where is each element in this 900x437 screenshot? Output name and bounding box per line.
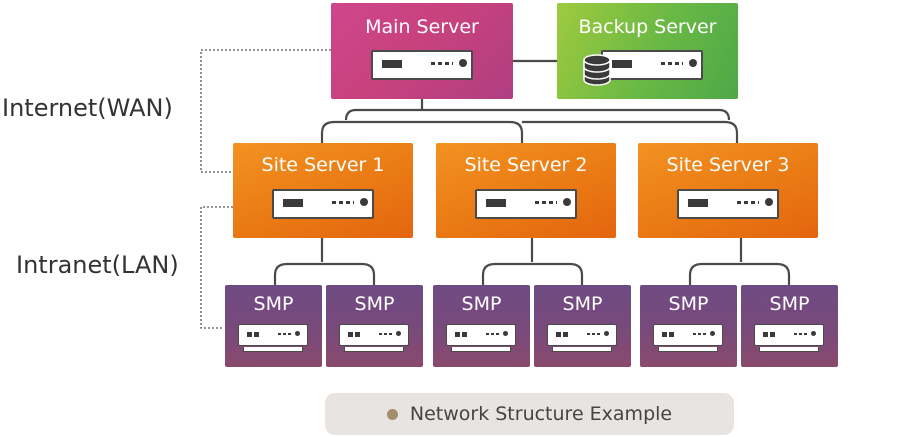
main-to-site-1-link xyxy=(320,120,524,143)
smp-node: SMP xyxy=(326,285,423,367)
smp-device-icon xyxy=(547,324,617,352)
internet-wan-label: Internet(WAN) xyxy=(2,94,173,122)
smp-node: SMP xyxy=(433,285,530,367)
server-device-icon xyxy=(601,50,703,80)
site-server-2-node: Site Server 2 xyxy=(436,143,616,238)
site-1-to-smp-links xyxy=(273,262,376,285)
wan-bracket xyxy=(200,49,331,173)
backup-server-node: Backup Server xyxy=(557,3,738,99)
main-server-node: Main Server xyxy=(331,3,513,99)
smp-device-icon xyxy=(238,324,308,352)
server-device-icon xyxy=(677,189,779,219)
smp-title: SMP xyxy=(769,293,810,315)
smp-title: SMP xyxy=(562,293,603,315)
smp-device-icon xyxy=(754,324,824,352)
site-bus xyxy=(344,108,731,121)
smp-device-icon xyxy=(339,324,409,352)
smp-title: SMP xyxy=(354,293,395,315)
server-device-icon xyxy=(371,50,473,80)
backup-server-title: Backup Server xyxy=(578,16,717,38)
smp-title: SMP xyxy=(253,293,294,315)
smp-node: SMP xyxy=(741,285,838,367)
site-server-1-node: Site Server 1 xyxy=(233,143,413,238)
diagram-caption: Network Structure Example xyxy=(325,393,734,435)
site-server-title: Site Server 1 xyxy=(261,154,385,176)
site-3-to-smp-links xyxy=(688,262,791,285)
smp-title: SMP xyxy=(668,293,709,315)
caption-text: Network Structure Example xyxy=(409,403,673,425)
site-2-to-smp-links xyxy=(481,262,584,285)
site-server-title: Site Server 3 xyxy=(666,154,790,176)
smp-title: SMP xyxy=(461,293,502,315)
smp-device-icon xyxy=(446,324,516,352)
server-device-icon xyxy=(475,189,577,219)
site-server-3-node: Site Server 3 xyxy=(638,143,818,238)
smp-device-icon xyxy=(653,324,723,352)
smp-node: SMP xyxy=(225,285,322,367)
lan-bracket xyxy=(200,206,233,329)
site-server-title: Site Server 2 xyxy=(464,154,588,176)
database-icon xyxy=(583,54,611,86)
smp-node: SMP xyxy=(534,285,631,367)
smp-node: SMP xyxy=(640,285,737,367)
server-device-icon xyxy=(272,189,374,219)
intranet-lan-label: Intranet(LAN) xyxy=(16,251,179,279)
main-server-title: Main Server xyxy=(365,16,479,38)
site-bus-right xyxy=(522,120,739,143)
bullet-icon xyxy=(386,409,398,420)
